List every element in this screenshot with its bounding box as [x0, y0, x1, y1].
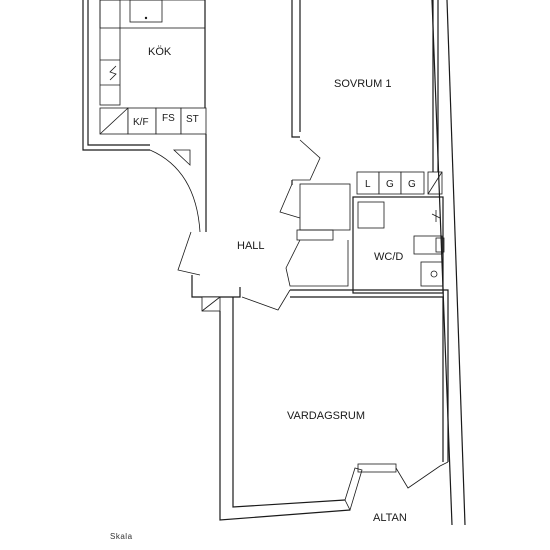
washbasin-icon — [420, 261, 444, 287]
hall-label: HALL — [237, 240, 265, 252]
exterior-wall-right — [431, 0, 466, 526]
closet-l-label: L — [365, 179, 371, 190]
closet-g2-label: G — [408, 179, 416, 190]
kitchen-label: KÖK — [148, 46, 172, 58]
living-room-label: VARDAGSRUM — [287, 410, 365, 422]
patio-label: ALTAN — [373, 512, 407, 524]
stove-box — [180, 107, 207, 135]
sink-icon — [129, 0, 163, 23]
freezer-label: FS — [162, 113, 175, 124]
hall-area — [177, 180, 351, 312]
bathroom-area — [352, 196, 445, 294]
kitchen-area — [82, 0, 207, 233]
closet-g1-label: G — [386, 179, 394, 190]
bedroom-area — [291, 0, 443, 195]
fridge-freezer-label: K/F — [133, 117, 149, 128]
vent-marker-icon — [172, 149, 191, 166]
stove-label: ST — [186, 114, 199, 125]
closet-row — [356, 171, 443, 195]
shower-icon — [357, 201, 385, 229]
kitchen-door-arc — [149, 149, 201, 233]
toilet-icon — [413, 235, 445, 255]
living-room-area — [219, 289, 449, 521]
drain-icon — [431, 210, 441, 222]
fridge-freezer-box — [127, 107, 157, 135]
bathroom-label: WC/D — [374, 251, 403, 263]
scale-label: Skala — [110, 532, 133, 541]
patio-door — [344, 461, 449, 512]
bedroom-label: SOVRUM 1 — [334, 78, 391, 90]
appliance-row — [99, 107, 207, 135]
